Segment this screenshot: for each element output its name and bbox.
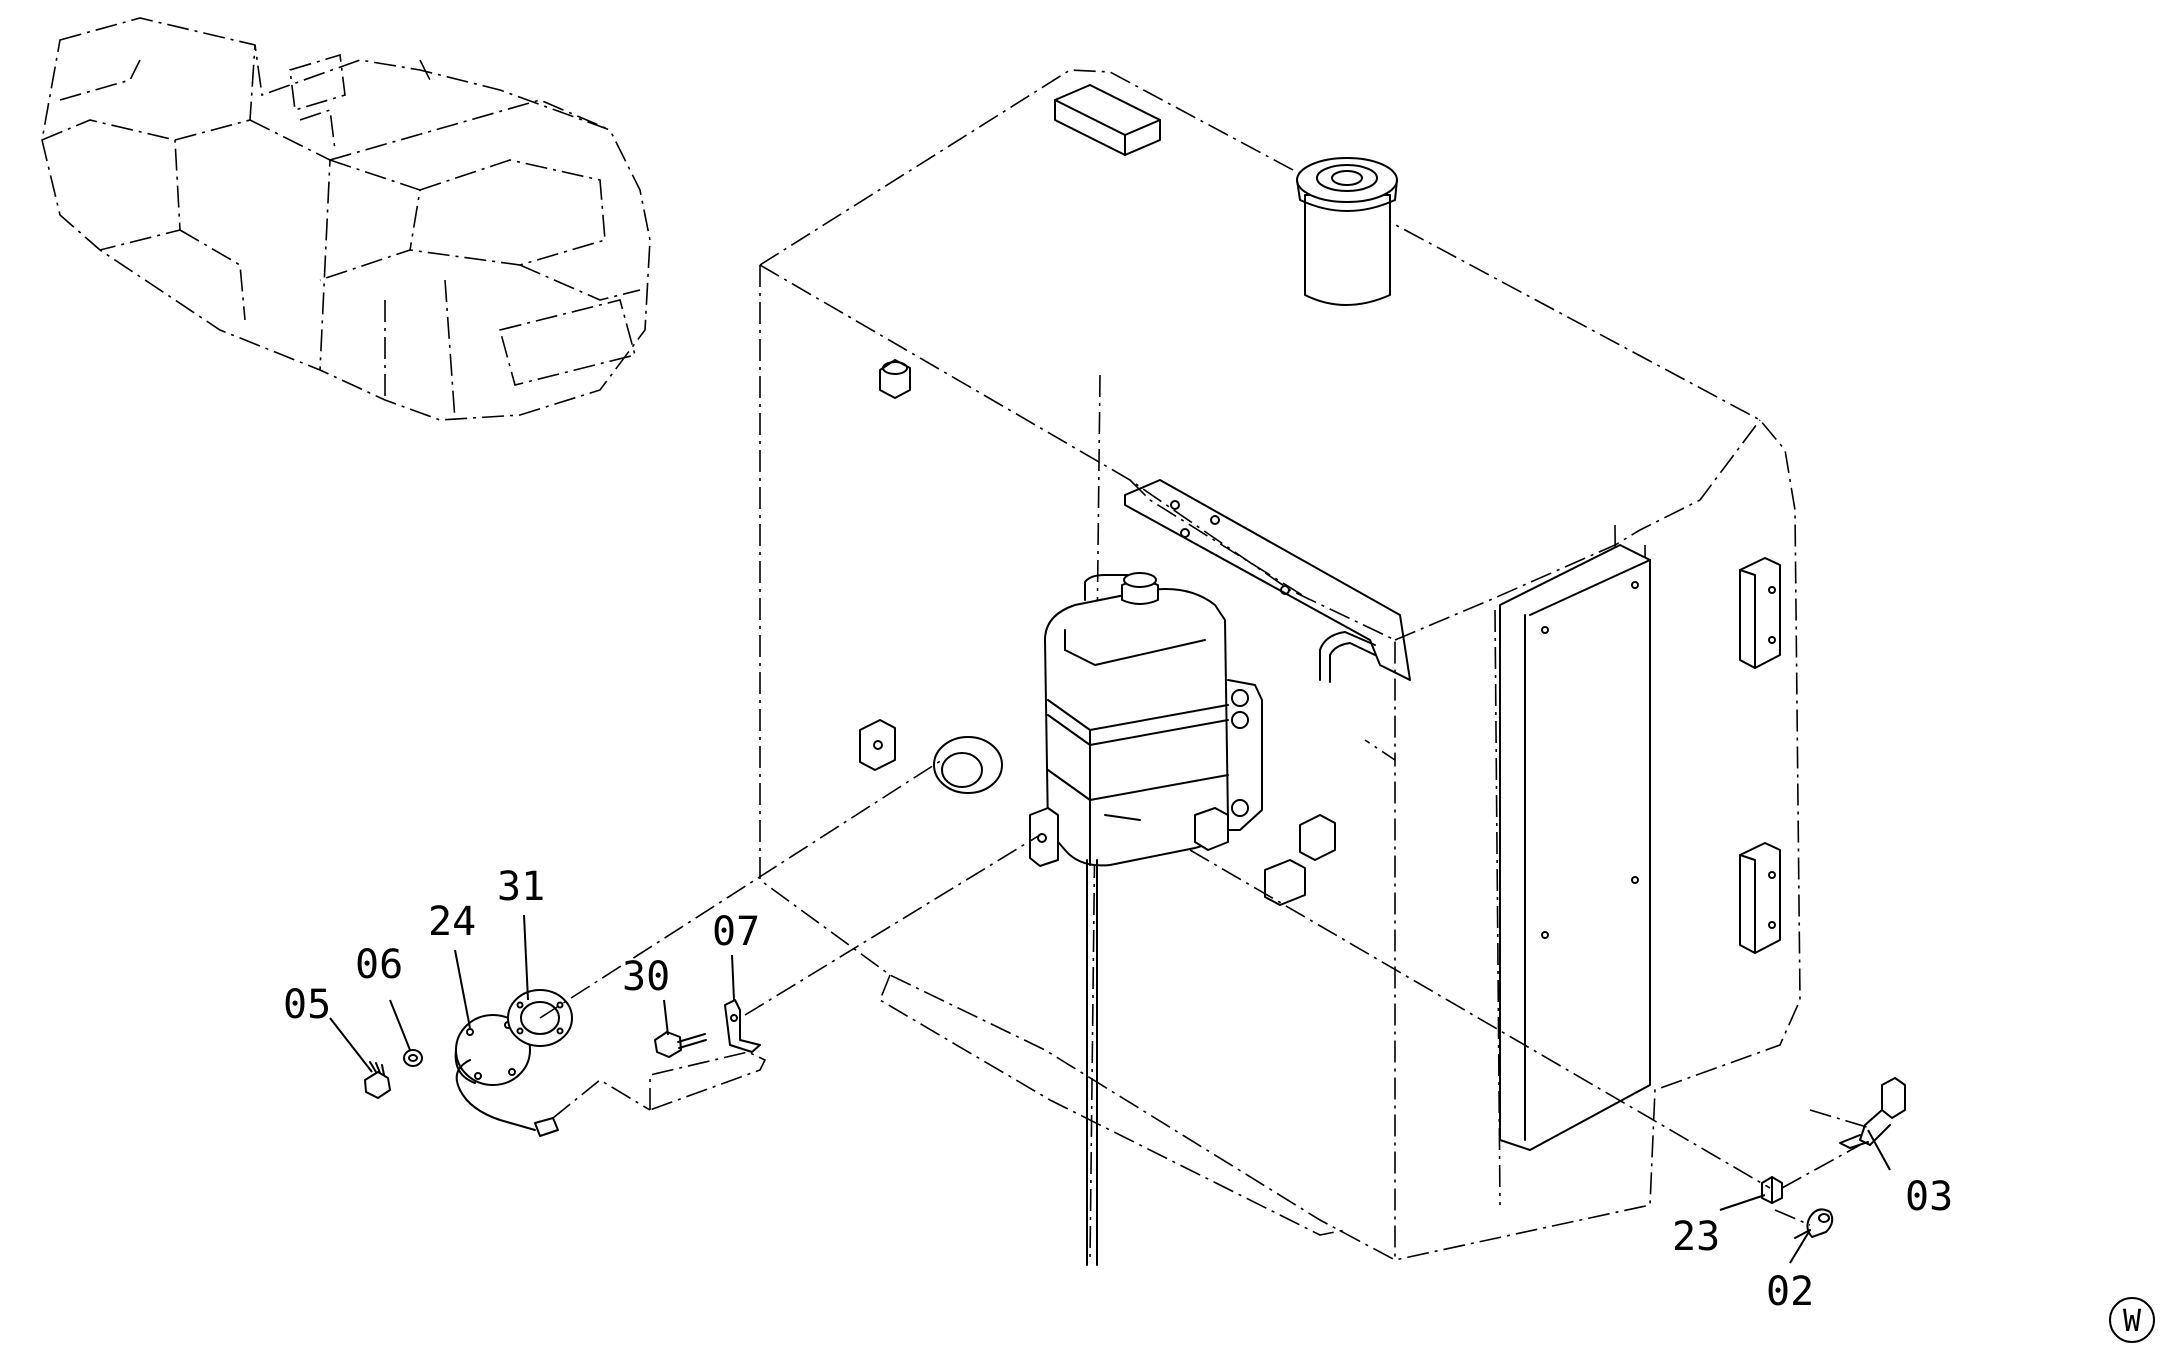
tank-clip-b — [1299, 814, 1336, 861]
part-06-washer — [403, 1049, 423, 1067]
excavator-overview — [41, 17, 651, 421]
callout-23: 23 — [1672, 1214, 1720, 1260]
sensor-port-flange — [933, 736, 1003, 794]
callout-24: 24 — [428, 899, 476, 945]
leader-lines — [329, 914, 1891, 1264]
reservoir-drain-hose — [1086, 859, 1098, 1266]
part-02-bolt — [1794, 1208, 1834, 1239]
part-30-bolt — [654, 1031, 707, 1058]
callout-labels: 05 06 24 31 30 07 03 23 02 — [283, 864, 1953, 1315]
part-07-clip — [724, 999, 761, 1053]
tank-side-bracket — [1124, 479, 1411, 681]
side-bracket-upper — [1739, 557, 1781, 669]
part-23-clamp — [1761, 1176, 1783, 1204]
view-code-badge: W — [2109, 1297, 2155, 1343]
tank-top-plate — [1054, 84, 1161, 156]
part-03-connector — [1839, 1077, 1906, 1149]
callout-06: 06 — [355, 942, 403, 988]
tank-clip-c — [1264, 859, 1306, 906]
callout-07: 07 — [712, 909, 760, 955]
part-05-bolt — [364, 1061, 391, 1099]
callout-02: 02 — [1766, 1269, 1814, 1315]
tank-clip-a — [859, 719, 896, 771]
reservoir-tank — [1029, 572, 1229, 867]
assembly-lines — [539, 757, 1871, 1226]
view-code-letter: W — [2123, 1304, 2142, 1339]
tank-filler-neck — [1296, 157, 1398, 306]
side-bracket-lower — [1739, 842, 1781, 954]
reservoir-bracket — [1227, 679, 1263, 831]
tank-plug — [879, 359, 911, 399]
callout-31: 31 — [497, 864, 545, 910]
callout-03: 03 — [1905, 1174, 1953, 1220]
callout-30: 30 — [622, 954, 670, 1000]
tank-pipe — [1319, 631, 1376, 683]
callout-05: 05 — [283, 982, 331, 1028]
right-side-panel — [1499, 544, 1651, 1151]
